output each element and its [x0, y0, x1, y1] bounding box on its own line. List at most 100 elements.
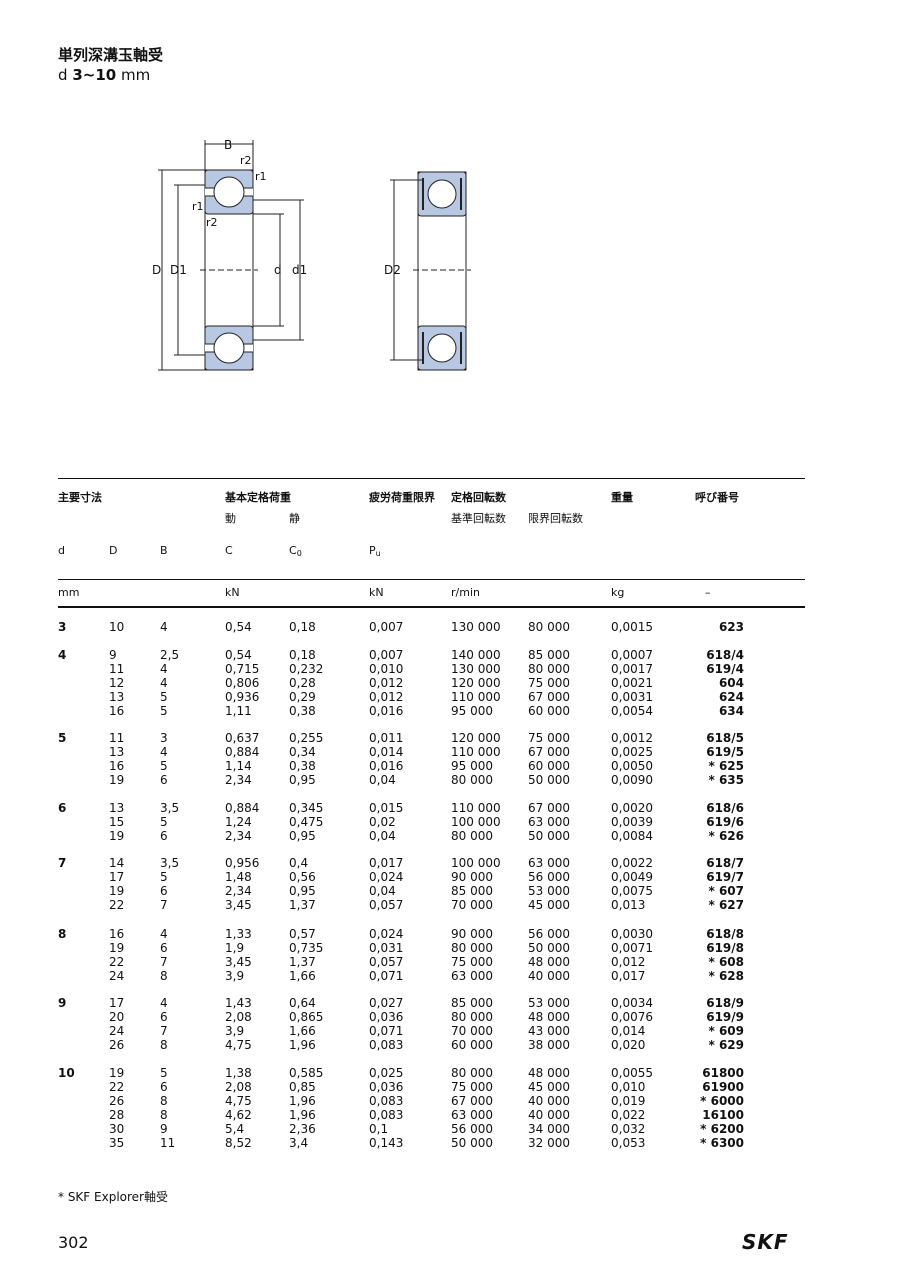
group-bore-d: 5: [58, 731, 67, 745]
cell-C0: 2,36: [289, 1122, 316, 1136]
symbol-C0: C0: [289, 544, 302, 558]
cell-ref-speed: 60 000: [451, 1038, 493, 1052]
cell-ref-speed: 100 000: [451, 856, 501, 870]
cell-limit-speed: 50 000: [528, 829, 570, 843]
cell-Pu: 0,016: [369, 759, 404, 773]
unit-kN-fatigue: kN: [369, 586, 384, 599]
cell-B: 5: [160, 870, 168, 884]
cell-mass: 0,0017: [611, 662, 653, 676]
header-ref-speed: 基準回転数: [451, 512, 506, 525]
cell-D: 17: [109, 870, 125, 884]
cell-C: 3,9: [225, 1024, 245, 1038]
cell-Pu: 0,036: [369, 1010, 404, 1024]
cell-B: 9: [160, 1122, 168, 1136]
cell-ref-speed: 56 000: [451, 1122, 493, 1136]
page-subtitle: d 3~10 mm: [58, 66, 150, 84]
cell-C: 2,34: [225, 829, 252, 843]
cell-D: 15: [109, 815, 125, 829]
cell-Pu: 0,025: [369, 1066, 404, 1080]
cell-D: 11: [109, 662, 125, 676]
cell-C0: 0,95: [289, 829, 316, 843]
cell-C0: 0,64: [289, 996, 316, 1010]
unit-dash: –: [705, 586, 711, 599]
cell-designation: * 6200: [700, 1122, 744, 1136]
cell-Pu: 0,04: [369, 884, 396, 898]
cell-designation: 618/6: [706, 801, 744, 815]
cell-designation: 619/7: [706, 870, 744, 884]
cell-designation: 618/4: [706, 648, 744, 662]
cell-limit-speed: 60 000: [528, 759, 570, 773]
cell-Pu: 0,057: [369, 898, 404, 912]
cell-mass: 0,0084: [611, 829, 653, 843]
cell-Pu: 0,015: [369, 801, 404, 815]
cell-designation: * 609: [708, 1024, 744, 1038]
cell-designation: 619/5: [706, 745, 744, 759]
cell-C0: 0,18: [289, 648, 316, 662]
symbol-B: B: [160, 544, 168, 557]
cell-designation: 623: [718, 620, 744, 634]
cell-B: 7: [160, 898, 168, 912]
label-r1-top: r1: [255, 170, 267, 183]
cell-C: 0,956: [225, 856, 260, 870]
cell-ref-speed: 95 000: [451, 704, 493, 718]
cell-Pu: 0,057: [369, 955, 404, 969]
cell-C: 1,33: [225, 927, 252, 941]
cell-C: 8,52: [225, 1136, 252, 1150]
cell-B: 6: [160, 941, 168, 955]
cell-mass: 0,0055: [611, 1066, 653, 1080]
cell-D: 26: [109, 1094, 125, 1108]
cell-C0: 1,66: [289, 1024, 316, 1038]
cell-designation: 16100: [702, 1108, 744, 1122]
cell-Pu: 0,024: [369, 870, 404, 884]
cell-designation: 619/8: [706, 941, 744, 955]
cell-C: 1,14: [225, 759, 252, 773]
cell-limit-speed: 32 000: [528, 1136, 570, 1150]
group-bore-d: 9: [58, 996, 67, 1010]
cell-D: 19: [109, 941, 125, 955]
cell-limit-speed: 75 000: [528, 676, 570, 690]
cell-limit-speed: 38 000: [528, 1038, 570, 1052]
cell-C: 1,38: [225, 1066, 252, 1080]
cell-ref-speed: 130 000: [451, 662, 501, 676]
cell-designation: * 607: [708, 884, 744, 898]
cell-D: 24: [109, 1024, 125, 1038]
cell-Pu: 0,027: [369, 996, 404, 1010]
cell-D: 14: [109, 856, 125, 870]
cell-C: 0,806: [225, 676, 260, 690]
cell-C: 4,75: [225, 1038, 252, 1052]
cell-D: 19: [109, 829, 125, 843]
cell-B: 8: [160, 1094, 168, 1108]
group-bore-d: 8: [58, 927, 67, 941]
cell-B: 6: [160, 1080, 168, 1094]
cell-Pu: 0,083: [369, 1038, 404, 1052]
cell-limit-speed: 56 000: [528, 870, 570, 884]
cell-mass: 0,0050: [611, 759, 653, 773]
cell-designation: * 627: [708, 898, 744, 912]
cell-Pu: 0,007: [369, 620, 404, 634]
cell-mass: 0,012: [611, 955, 646, 969]
cell-limit-speed: 48 000: [528, 955, 570, 969]
cell-mass: 0,0071: [611, 941, 653, 955]
header-speed: 定格回転数: [451, 491, 506, 504]
cell-ref-speed: 110 000: [451, 745, 501, 759]
cell-Pu: 0,007: [369, 648, 404, 662]
cell-mass: 0,0076: [611, 1010, 653, 1024]
header-limit-speed: 限界回転数: [528, 512, 583, 525]
page-number: 302: [58, 1233, 89, 1252]
cell-C: 2,08: [225, 1010, 252, 1024]
cell-C0: 3,4: [289, 1136, 309, 1150]
label-D2: D2: [384, 263, 401, 277]
cell-ref-speed: 90 000: [451, 870, 493, 884]
cell-limit-speed: 53 000: [528, 996, 570, 1010]
symbol-D: D: [109, 544, 118, 557]
cell-limit-speed: 67 000: [528, 745, 570, 759]
cell-limit-speed: 50 000: [528, 941, 570, 955]
cell-ref-speed: 50 000: [451, 1136, 493, 1150]
subtitle-unit: mm: [120, 66, 151, 84]
cell-C: 0,936: [225, 690, 260, 704]
cell-C: 1,24: [225, 815, 252, 829]
cell-C: 0,54: [225, 620, 252, 634]
header-basic-load: 基本定格荷重: [225, 491, 291, 504]
shielded-bearing-section: [390, 171, 471, 371]
label-B: B: [224, 138, 232, 152]
